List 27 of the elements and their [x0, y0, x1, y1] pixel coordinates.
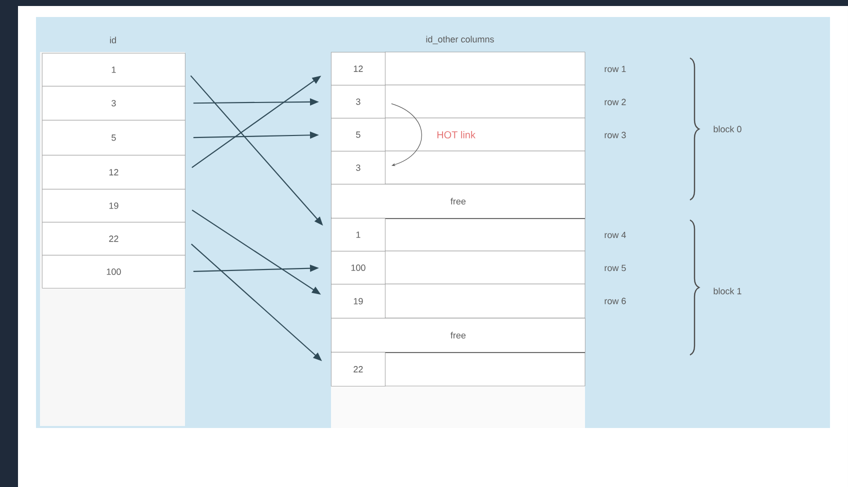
text-label: row 6	[604, 298, 626, 304]
table-cell: 12	[42, 155, 186, 190]
text-label: block 1	[714, 288, 742, 294]
text-label: block 0	[714, 126, 742, 132]
text-label: row 3	[604, 132, 626, 138]
table-cell: 1	[42, 53, 186, 86]
text-label: row 4	[604, 232, 626, 238]
table-cell: 5	[42, 120, 186, 156]
text-label: row 2	[604, 98, 626, 106]
table-cell: 100	[42, 255, 186, 288]
text-label: id_other columns	[426, 36, 494, 44]
table-cell: 19	[331, 284, 386, 318]
text-label: id	[110, 36, 116, 44]
table-cell: 1	[331, 218, 386, 252]
table-cell: 19	[42, 189, 186, 222]
text-label: row 5	[604, 264, 626, 272]
edge-label: HOT link	[436, 130, 476, 140]
table-cell: 100	[331, 251, 386, 284]
curved-arrow	[391, 103, 422, 166]
table-cell: 22	[42, 222, 186, 256]
table-cell: 3	[331, 151, 386, 184]
table-cell: 12	[331, 52, 386, 86]
table-cell: 3	[331, 85, 386, 118]
text-label: row 1	[604, 66, 626, 72]
table-cell: 5	[331, 118, 386, 152]
table-cell: 22	[331, 352, 386, 386]
table-cell: 3	[42, 86, 186, 120]
